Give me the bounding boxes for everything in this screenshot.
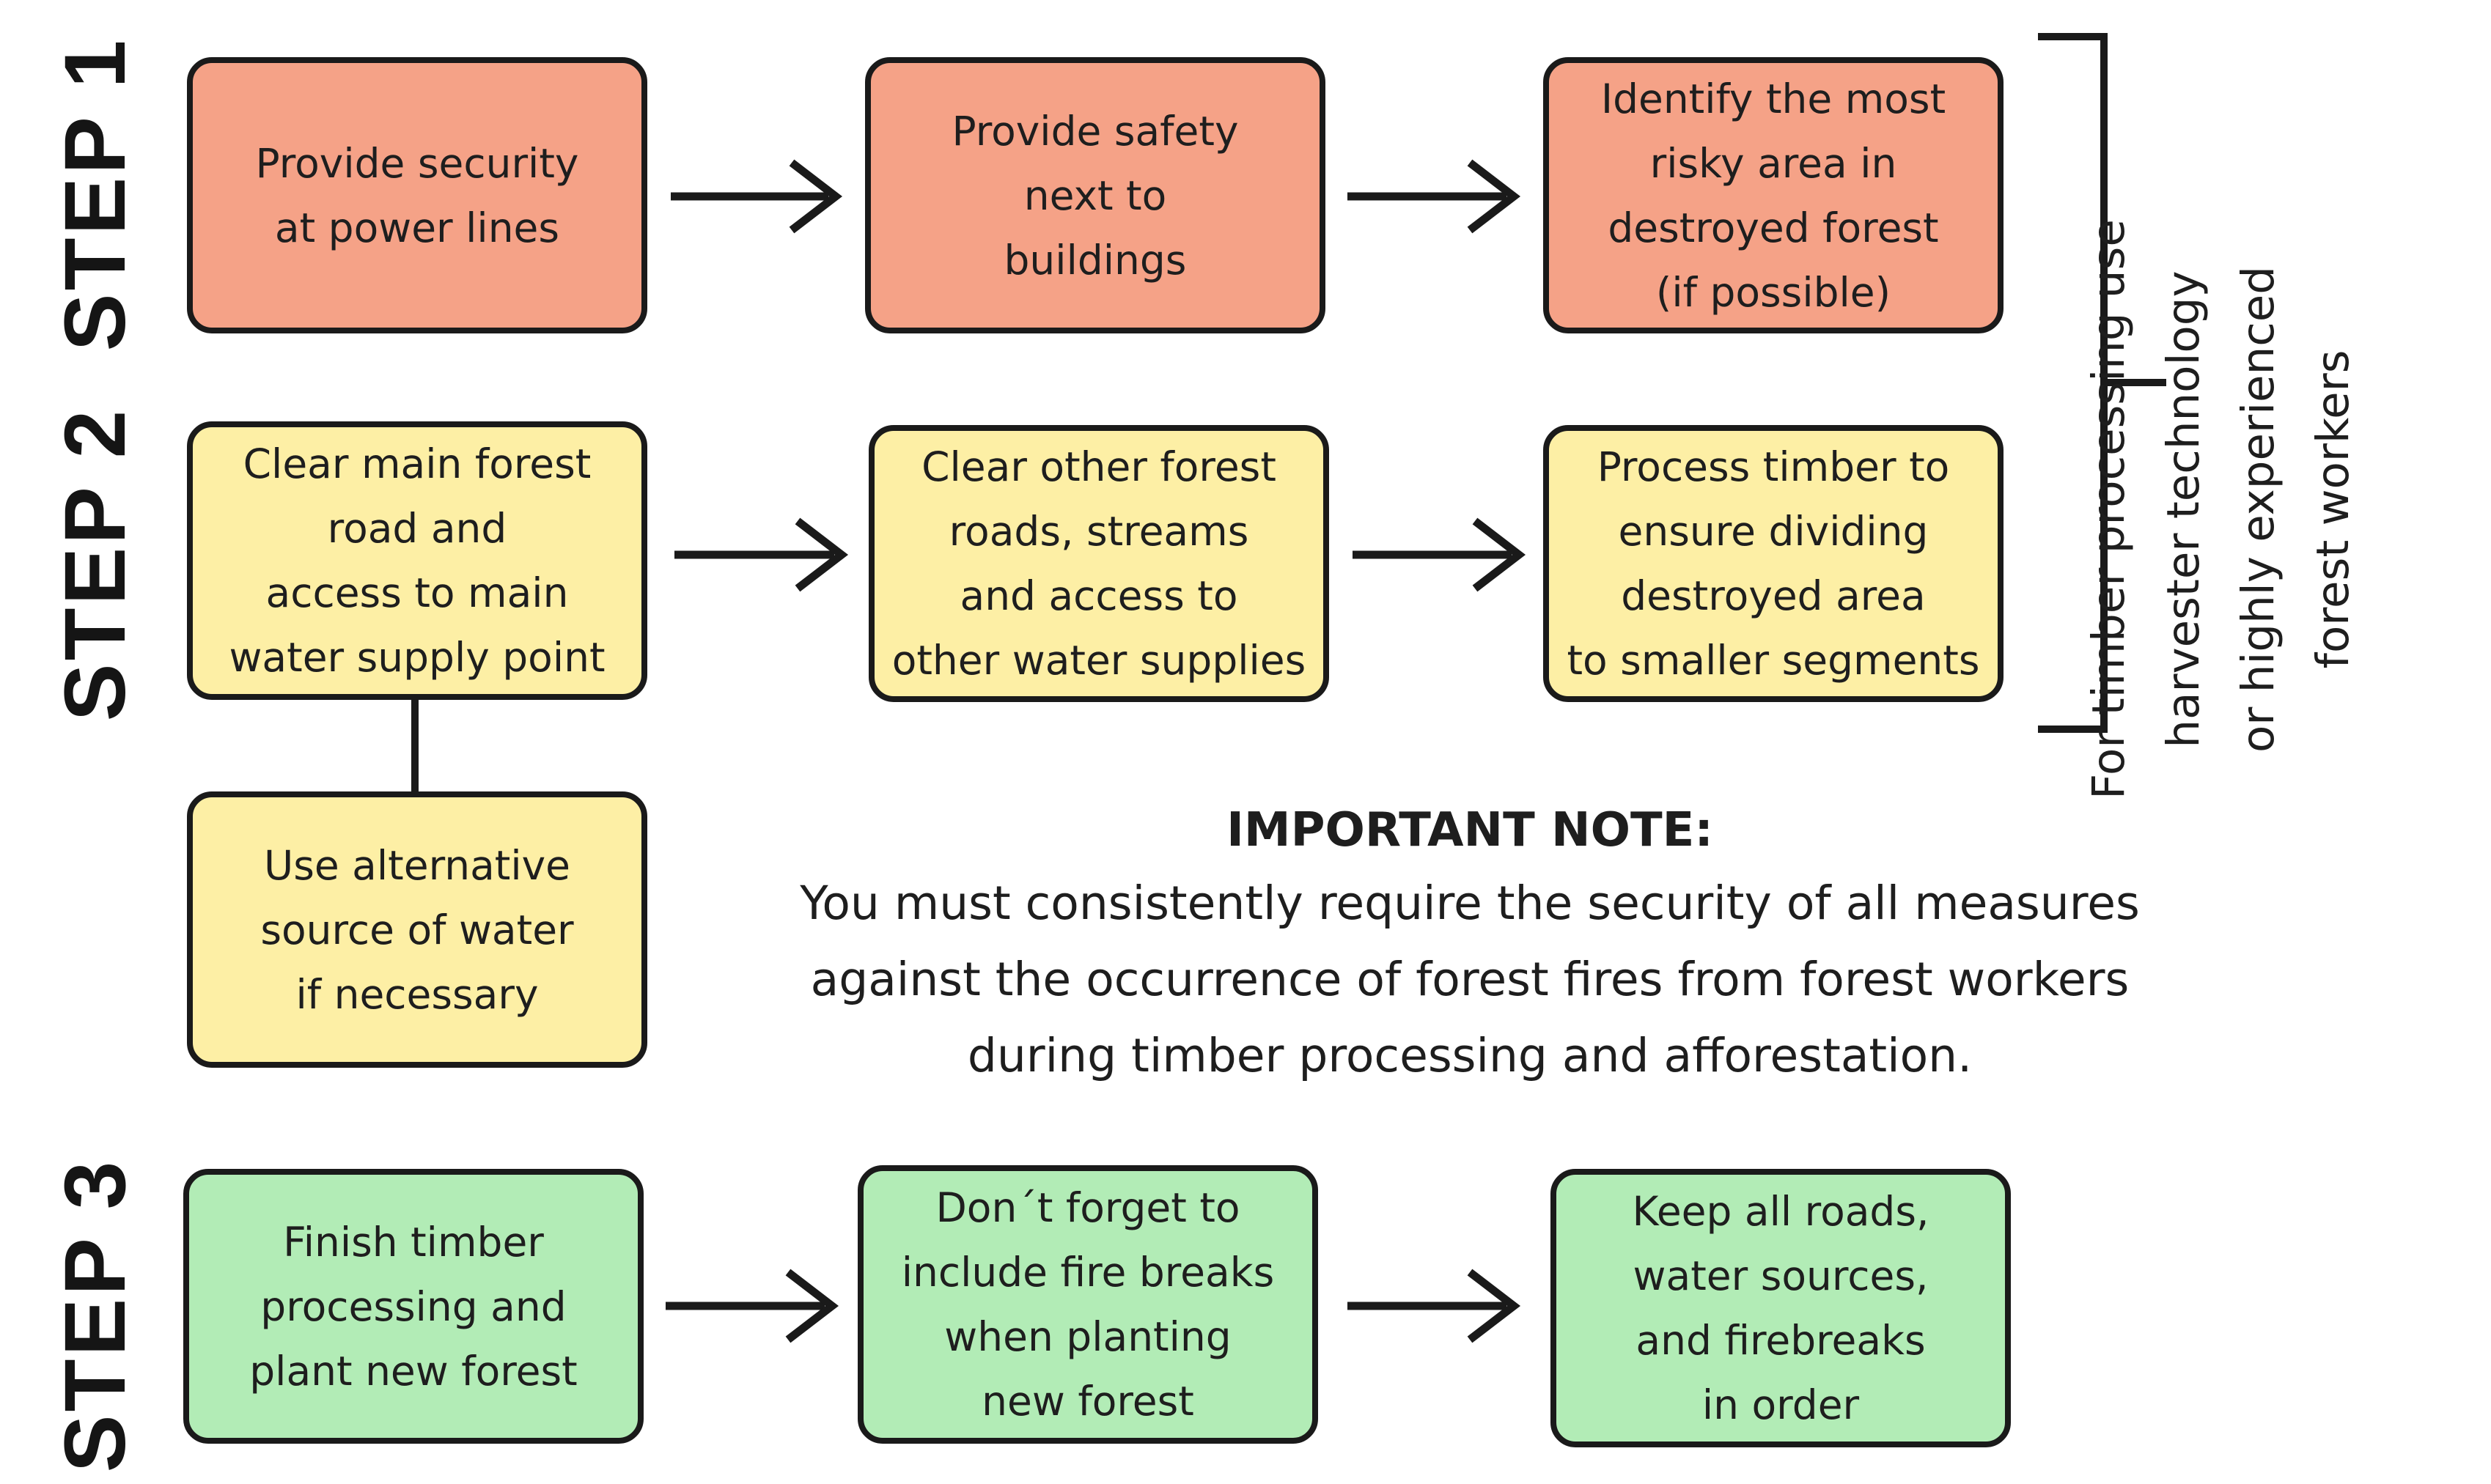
important-note: IMPORTANT NOTE: You must consistently re… — [704, 795, 2236, 1094]
grouping-bracket — [2038, 33, 2166, 733]
step3-box-fire-breaks: Don´t forget to include fire breaks when… — [858, 1165, 1318, 1444]
step3-box-keep-in-order: Keep all roads, water sources, and fireb… — [1550, 1169, 2011, 1447]
step3-label: STEP 3 — [47, 1158, 144, 1473]
step1-box-buildings: Provide safety next to buildings — [865, 57, 1325, 333]
step2-box-main-road: Clear main forest road and access to mai… — [187, 421, 647, 700]
step2-box-other-roads: Clear other forest roads, streams and ac… — [869, 425, 1329, 702]
step2-label: STEP 2 — [47, 407, 144, 722]
step1-box-power-lines: Provide security at power lines — [187, 57, 647, 333]
important-note-body: You must consistently require the securi… — [800, 876, 2140, 1082]
arrow-step1-a — [671, 159, 843, 234]
arrow-step3-b — [1347, 1269, 1521, 1343]
step2-box-process-timber: Process timber to ensure dividing destro… — [1543, 425, 2004, 702]
step3-box-finish-timber: Finish timber processing and plant new f… — [183, 1169, 644, 1444]
step1-label: STEP 1 — [47, 37, 144, 352]
important-note-title: IMPORTANT NOTE: — [1226, 803, 1713, 857]
arrow-step2-b — [1353, 517, 1526, 592]
arrow-step2-a — [674, 517, 849, 592]
arrow-step1-b — [1347, 159, 1521, 234]
step2-box-alternative-water: Use alternative source of water if neces… — [187, 791, 647, 1068]
arrow-step3-a — [666, 1269, 839, 1343]
bracket-note: For timber processing use harvester tech… — [2083, 219, 2359, 800]
step1-box-risky-area: Identify the most risky area in destroye… — [1543, 57, 2004, 333]
